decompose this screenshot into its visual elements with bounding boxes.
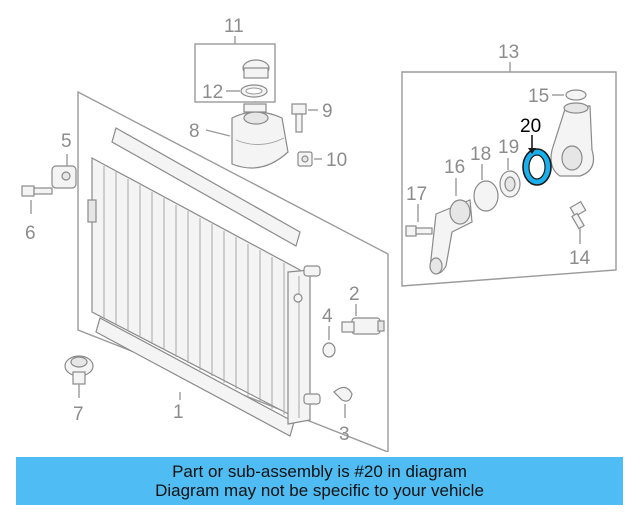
label-19: 19 <box>498 137 519 158</box>
label-8: 8 <box>189 121 200 142</box>
part-14-bolt <box>569 200 587 230</box>
label-5: 5 <box>61 131 72 152</box>
label-3: 3 <box>339 424 350 445</box>
label-4: 4 <box>322 306 333 327</box>
label-11: 11 <box>224 16 244 37</box>
part-15-seal <box>565 89 587 101</box>
info-banner: Part or sub-assembly is #20 in diagram D… <box>16 457 623 505</box>
part-18-oring <box>473 180 499 212</box>
label-12: 12 <box>202 82 223 103</box>
label-9: 9 <box>322 101 333 122</box>
label-13: 13 <box>498 42 519 63</box>
part-2-sensor <box>341 317 385 335</box>
part-3-clip <box>333 386 353 402</box>
part-7-mount <box>64 355 94 385</box>
label-20: 20 <box>520 116 541 137</box>
label-10: 10 <box>326 150 347 171</box>
label-15: 15 <box>528 86 549 107</box>
part-10-nut <box>297 151 313 167</box>
parts-diagram: 1 5 6 7 11 12 8 <box>21 16 617 452</box>
banner-line-2: Diagram may not be specific to your vehi… <box>155 481 484 500</box>
part-8-reservoir <box>231 103 289 169</box>
part-6-bolt <box>21 185 53 197</box>
part-5-bracket <box>51 165 77 189</box>
label-16: 16 <box>444 157 465 178</box>
label-18: 18 <box>470 144 491 165</box>
part-17-bolt <box>405 225 433 237</box>
radiator-assembly <box>77 90 389 452</box>
part-19-thermostat <box>499 170 521 198</box>
part-12-seal <box>240 84 268 98</box>
label-14: 14 <box>569 248 591 269</box>
label-17: 17 <box>406 184 427 205</box>
label-6: 6 <box>25 223 36 244</box>
part-16-housing <box>429 199 473 275</box>
part-20-seal <box>522 148 552 186</box>
label-1: 1 <box>173 402 184 423</box>
label-7: 7 <box>73 404 84 425</box>
part-9-bolt <box>291 103 307 133</box>
part-4-oring <box>322 342 336 358</box>
banner-line-1: Part or sub-assembly is #20 in diagram <box>172 462 467 481</box>
thermostat-assembly: 13 15 20 19 18 <box>401 42 617 287</box>
part-11-cap <box>242 59 270 79</box>
label-2: 2 <box>349 284 360 305</box>
